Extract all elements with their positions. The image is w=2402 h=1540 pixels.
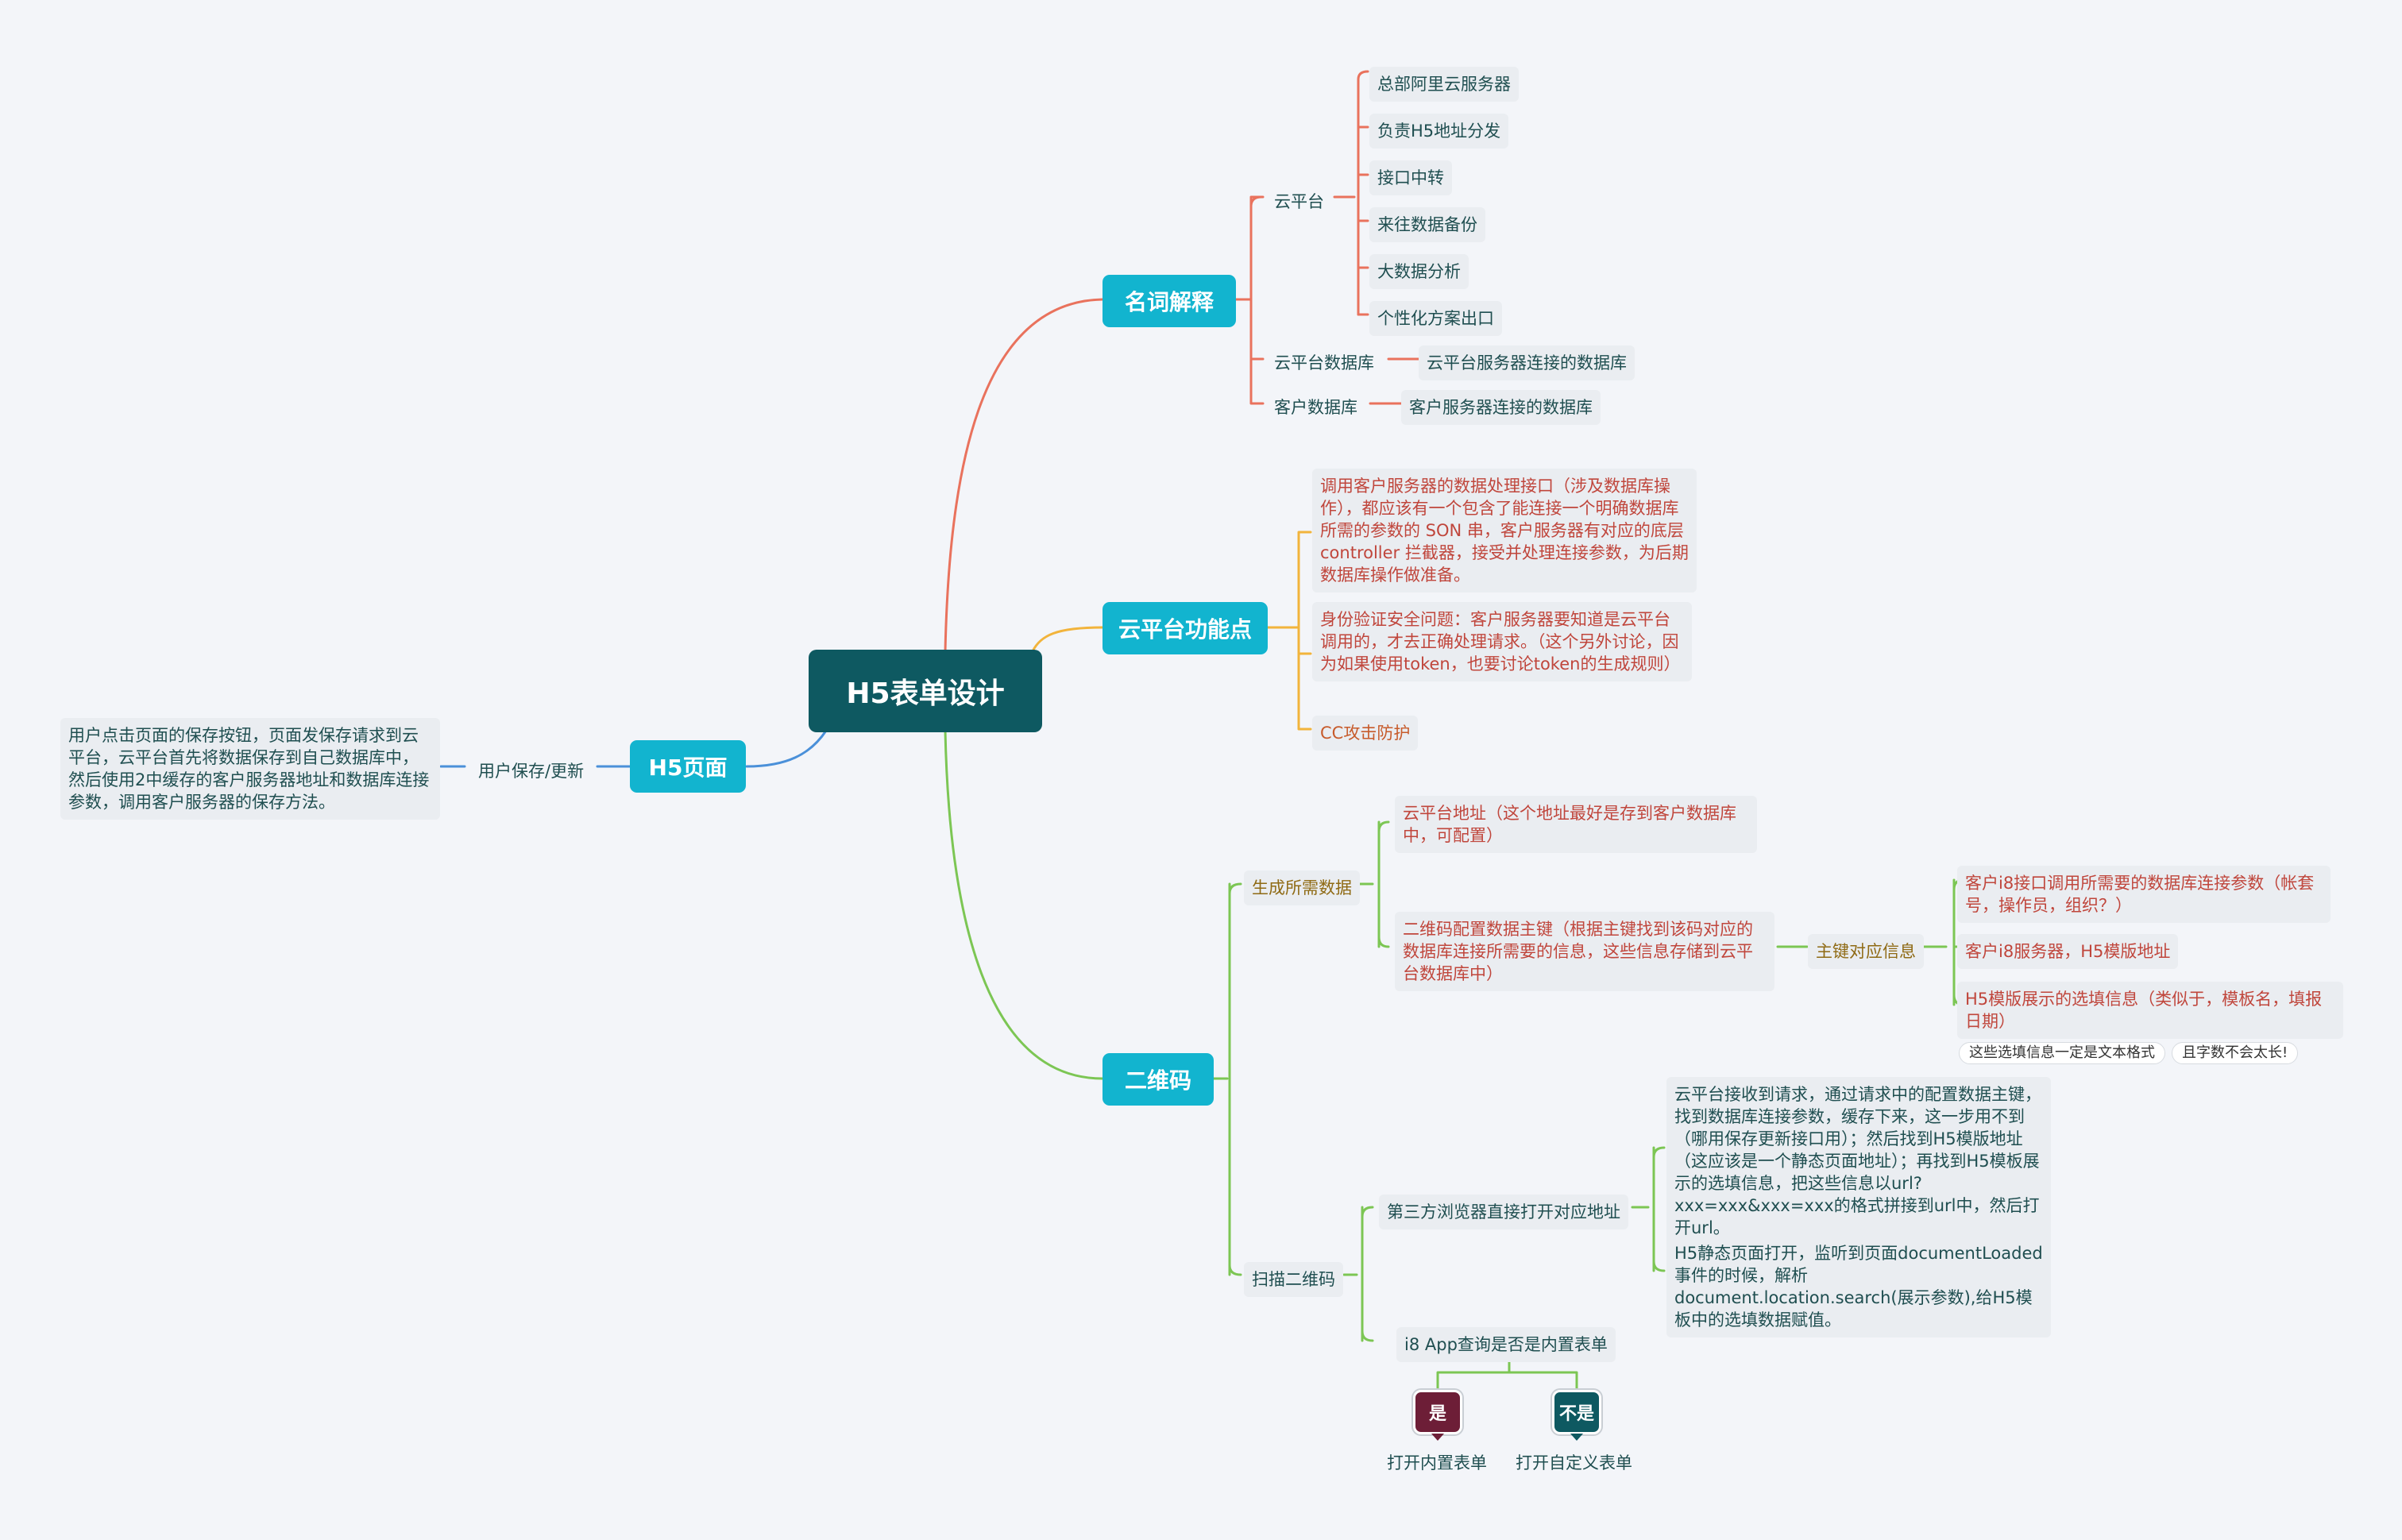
topic-third-party-browser[interactable]: 第三方浏览器直接打开对应地址 xyxy=(1379,1195,1628,1229)
topic-glossary[interactable]: 名词解释 xyxy=(1103,275,1236,327)
key-db-params[interactable]: 客户i8接口调用所需要的数据库连接参数（帐套号，操作员，组织？） xyxy=(1957,866,2331,923)
cloud-item-3[interactable]: 接口中转 xyxy=(1369,160,1452,195)
cloud-db-desc[interactable]: 云平台服务器连接的数据库 xyxy=(1419,345,1635,380)
topic-cloud-db[interactable]: 云平台数据库 xyxy=(1274,353,1374,372)
open-builtin-form[interactable]: 打开内置表单 xyxy=(1387,1453,1487,1472)
key-server-address[interactable]: 客户i8服务器，H5模版地址 xyxy=(1957,934,2179,969)
topic-generate-data[interactable]: 生成所需数据 xyxy=(1244,870,1360,905)
topic-cloud-features[interactable]: 云平台功能点 xyxy=(1103,602,1268,654)
root-topic[interactable]: H5表单设计 xyxy=(809,650,1042,732)
feature-cc-protection[interactable]: CC攻击防护 xyxy=(1312,716,1419,751)
key-optional-info[interactable]: H5模版展示的选填信息（类似于，模板名，填报日期） xyxy=(1957,982,2343,1039)
feature-auth-security[interactable]: 身份验证安全问题：客户服务器要知道是云平台调用的，才去正确处理请求。（这个另外讨… xyxy=(1312,602,1692,681)
feature-data-interface[interactable]: 调用客户服务器的数据处理接口（涉及数据库操作），都应该有一个包含了能连接一个明确… xyxy=(1312,469,1697,592)
note-text-format[interactable]: 这些选填信息一定是文本格式 xyxy=(1959,1042,2165,1064)
third-party-step-1[interactable]: 云平台接收到请求，通过请求中的配置数据主键，找到数据库连接参数，缓存下来，这一步… xyxy=(1666,1077,2051,1245)
open-custom-form[interactable]: 打开自定义表单 xyxy=(1516,1453,1632,1472)
topic-i8-app-check[interactable]: i8 App查询是否是内置表单 xyxy=(1396,1327,1616,1362)
topic-scan-qrcode[interactable]: 扫描二维码 xyxy=(1244,1262,1343,1297)
cloud-item-4[interactable]: 来往数据备份 xyxy=(1369,207,1485,242)
cloud-item-6[interactable]: 个性化方案出口 xyxy=(1369,301,1502,336)
third-party-step-2[interactable]: H5静态页面打开，监听到页面documentLoaded事件的时候，解析docu… xyxy=(1666,1236,2051,1337)
topic-key-info[interactable]: 主键对应信息 xyxy=(1808,934,1924,969)
cloud-item-1[interactable]: 总部阿里云服务器 xyxy=(1369,67,1519,102)
gen-qrcode-key[interactable]: 二维码配置数据主键（根据主键找到该码对应的数据库连接所需要的信息，这些信息存储到… xyxy=(1395,912,1774,991)
note-short-length[interactable]: 且字数不会太长! xyxy=(2172,1042,2299,1064)
cloud-item-5[interactable]: 大数据分析 xyxy=(1369,254,1469,289)
user-save-desc[interactable]: 用户点击页面的保存按钮，页面发保存请求到云平台，云平台首先将数据保存到自己数据库… xyxy=(60,718,440,820)
topic-qrcode[interactable]: 二维码 xyxy=(1103,1053,1214,1106)
topic-client-db[interactable]: 客户数据库 xyxy=(1274,398,1357,417)
cloud-item-2[interactable]: 负责H5地址分发 xyxy=(1369,114,1509,149)
no-marker[interactable]: 不是 xyxy=(1552,1390,1601,1441)
client-db-desc[interactable]: 客户服务器连接的数据库 xyxy=(1401,390,1601,425)
yes-marker[interactable]: 是 xyxy=(1413,1390,1462,1441)
topic-user-save[interactable]: 用户保存/更新 xyxy=(478,762,585,781)
gen-cloud-address[interactable]: 云平台地址（这个地址最好是存到客户数据库中，可配置） xyxy=(1395,796,1757,853)
topic-h5-page[interactable]: H5页面 xyxy=(630,740,746,793)
topic-cloud-platform[interactable]: 云平台 xyxy=(1274,192,1324,211)
